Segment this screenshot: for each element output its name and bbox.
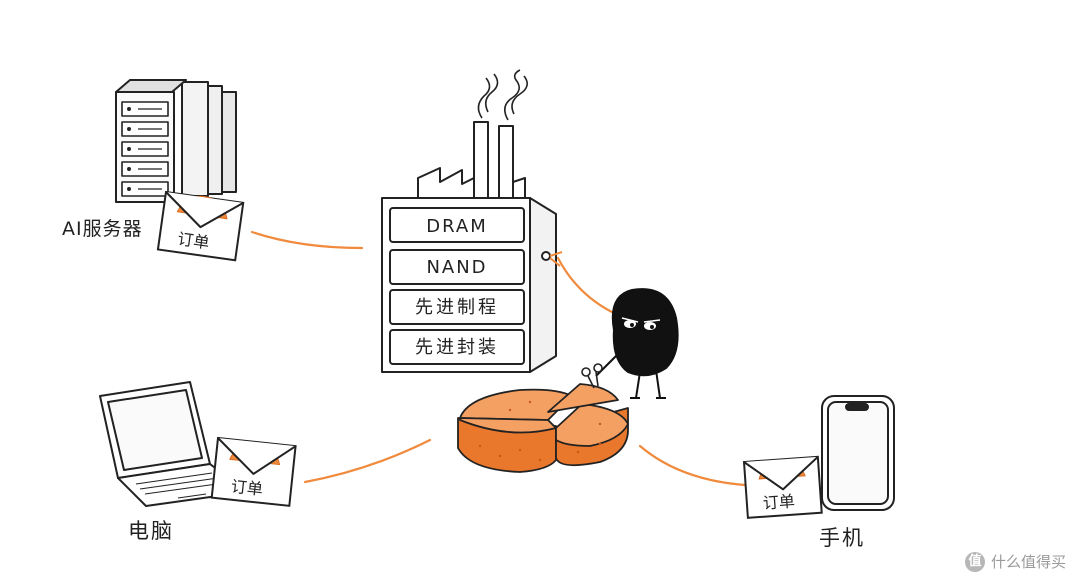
factory-icon <box>381 69 563 373</box>
line-pc-to-pie <box>303 438 432 484</box>
phone-icon <box>821 395 895 511</box>
creature-icon <box>595 288 679 399</box>
smoke-right <box>504 69 521 121</box>
factory-row-advanced-process: 先进制程 <box>415 297 499 318</box>
envelope-pc-label: 订单 <box>230 477 264 499</box>
line-pie-to-phone <box>638 444 747 487</box>
label-phone: 手机 <box>819 526 865 550</box>
smoke-left <box>477 77 491 119</box>
watermark-logo-icon: 值 <box>964 551 985 572</box>
envelope-pc-icon: 订单 <box>210 436 297 507</box>
watermark: 值 什么值得买 <box>964 551 1066 572</box>
label-pc: 电脑 <box>128 519 174 543</box>
scissors-icon <box>581 363 603 389</box>
envelope-ai-label: 订单 <box>176 229 210 252</box>
factory-row-dram: DRAM <box>426 216 487 237</box>
line-server-to-factory <box>250 230 364 250</box>
watermark-text: 什么值得买 <box>990 553 1066 571</box>
envelope-phone-icon: 订单 <box>742 455 823 519</box>
factory-rows: DRAM NAND 先进制程 先进封装 <box>415 216 499 358</box>
lifted-slice-icon <box>547 383 619 413</box>
envelope-ai-server-icon: 订单 <box>156 190 245 262</box>
factory-row-advanced-packaging: 先进封装 <box>415 337 499 358</box>
pie-icon <box>457 383 629 473</box>
ai-server-icon <box>115 79 237 203</box>
label-ai-server: AI服务器 <box>62 218 143 240</box>
envelope-phone-label: 订单 <box>762 492 795 513</box>
factory-row-nand: NAND <box>426 257 487 278</box>
